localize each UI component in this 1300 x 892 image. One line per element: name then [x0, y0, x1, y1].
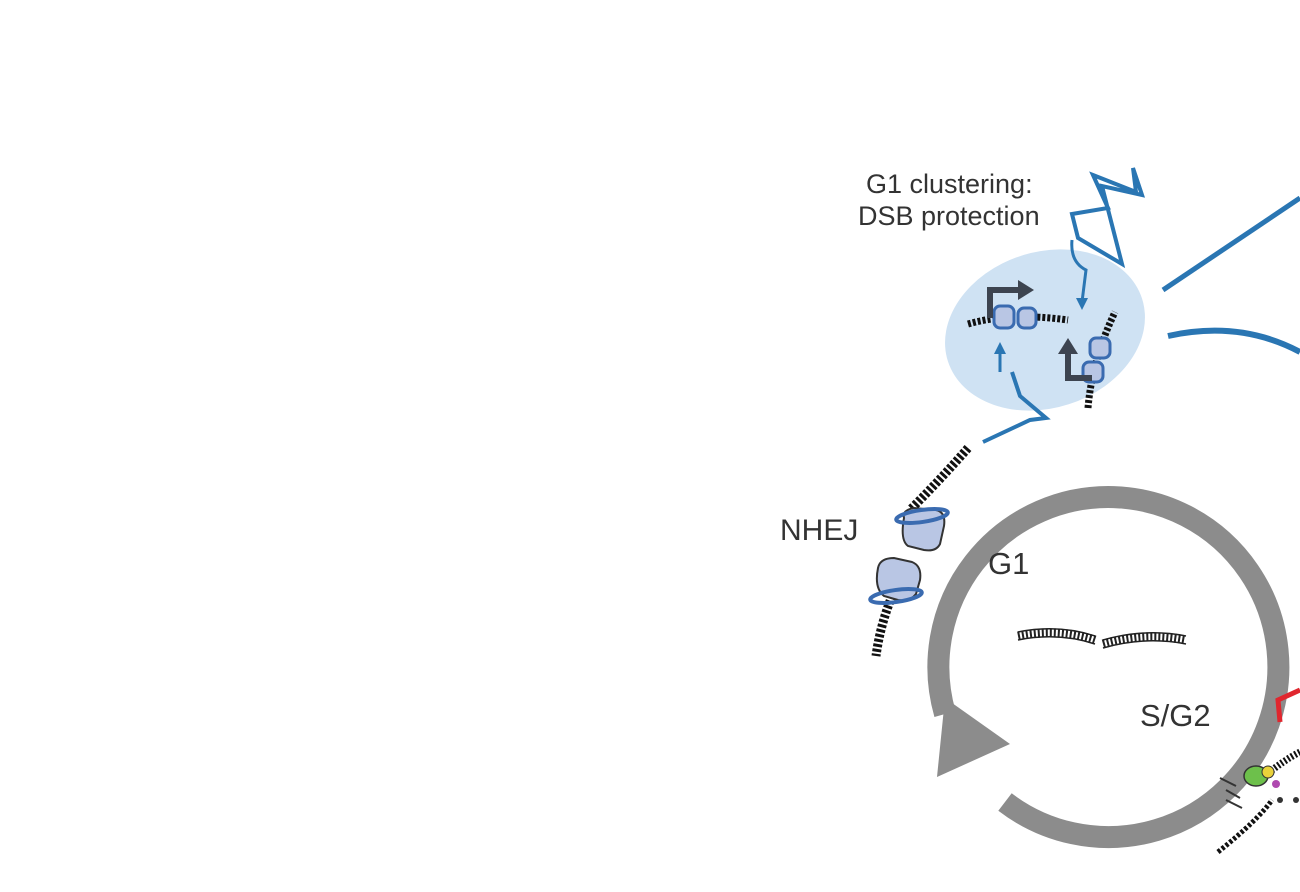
repair-protein-icon	[868, 556, 924, 605]
connector-line	[1167, 327, 1300, 355]
dna-strand-icon	[1017, 628, 1187, 649]
repair-protein-icon	[992, 304, 1038, 330]
connector-line	[1161, 195, 1300, 293]
cell-cycle-ring	[927, 486, 1290, 849]
connector-line	[982, 371, 1051, 444]
repair-protein-icon	[894, 506, 950, 552]
cycle-arrow-icon	[937, 698, 1010, 777]
bent-arrow-icon	[987, 280, 1034, 318]
dna-strand-icon	[1084, 310, 1119, 409]
nhej-label: NHEJ	[780, 514, 858, 547]
dna-strand-icon	[871, 594, 897, 657]
dna-strand-icon	[906, 445, 972, 514]
sg2-label: S/G2	[1140, 698, 1211, 733]
bent-arrow-icon	[1058, 338, 1092, 381]
g1-cluster	[945, 239, 1145, 411]
nhej-dna-strand	[868, 445, 972, 657]
lightning-bolt-icon	[1069, 167, 1146, 269]
dna-strand-icon	[1216, 798, 1275, 854]
sg2-repair-elements	[1216, 687, 1300, 854]
g1-label: G1	[988, 546, 1029, 581]
clustering-label-line2: DSB protection	[858, 201, 1040, 231]
clustering-label-line1: G1 clustering:	[866, 169, 1033, 199]
